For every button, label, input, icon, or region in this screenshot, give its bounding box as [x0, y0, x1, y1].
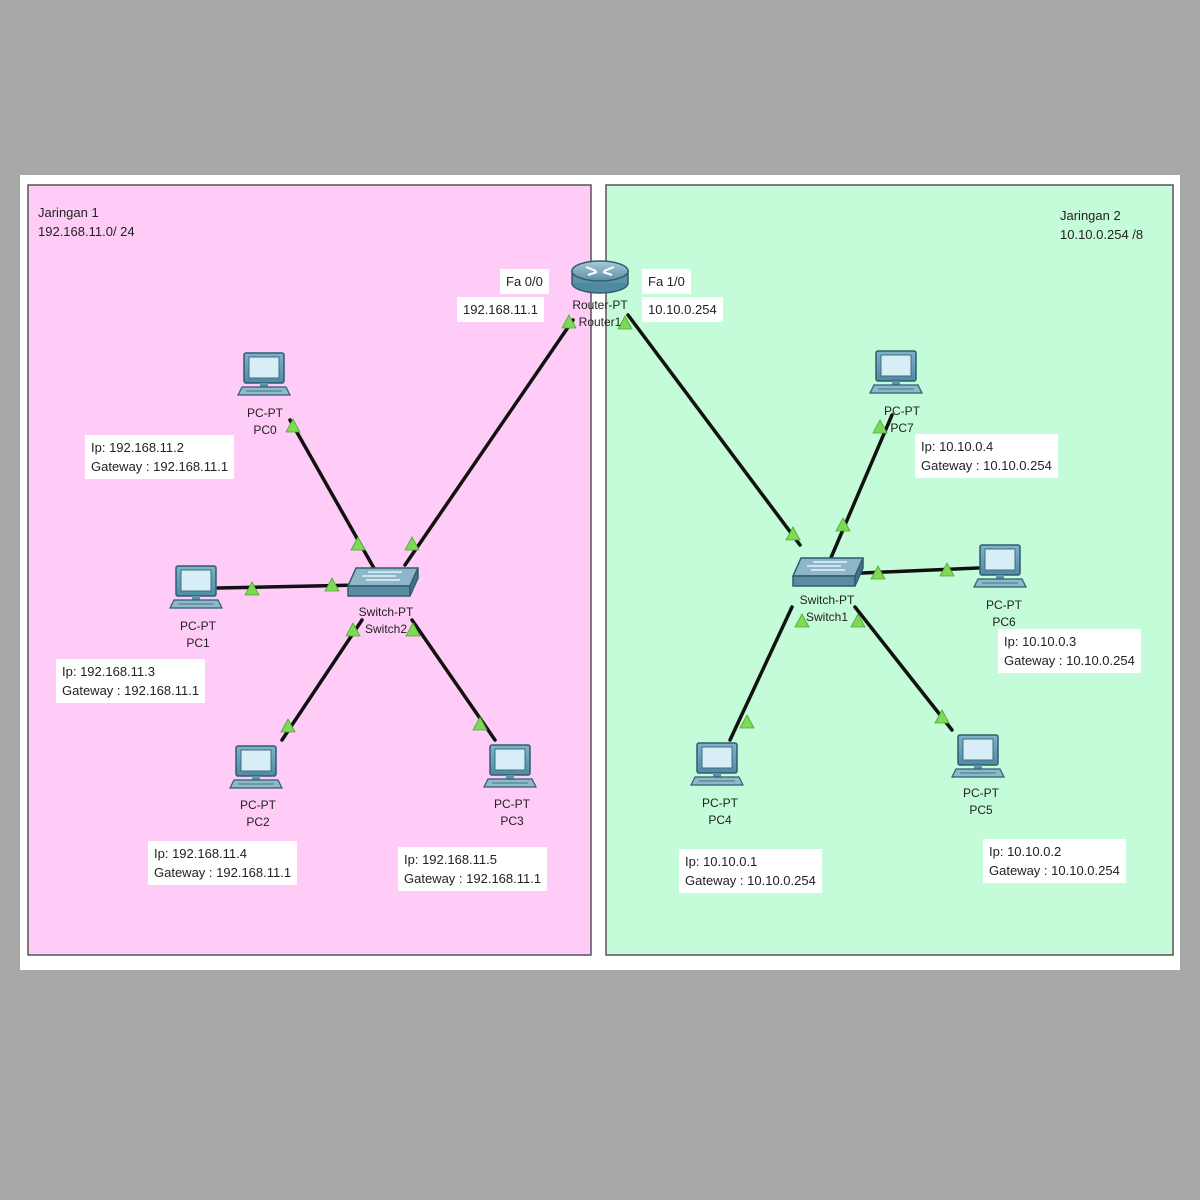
pc-monitor-icon[interactable] — [237, 352, 291, 396]
network-title-left: Jaringan 1 192.168.11.0/ 24 — [38, 203, 135, 241]
ip-address: Ip: 192.168.11.2 — [91, 440, 185, 455]
gateway: Gateway : 10.10.0.254 — [921, 458, 1052, 473]
device-name: PC3 — [500, 814, 524, 828]
router-label[interactable]: Router-PT Router1 — [572, 297, 627, 331]
device-name: Switch2 — [364, 622, 408, 636]
ip-address: Ip: 192.168.11.3 — [62, 664, 156, 679]
pc2-label[interactable]: PC-PT PC2 — [240, 797, 276, 831]
pc-monitor-icon[interactable] — [483, 744, 537, 788]
device-type: PC-PT — [247, 406, 283, 420]
pc-monitor-icon[interactable] — [951, 734, 1005, 778]
device-name: Switch1 — [805, 610, 849, 624]
ip-address: Ip: 10.10.0.3 — [1004, 634, 1077, 649]
device-type: PC-PT — [884, 404, 920, 418]
device-type: PC-PT — [494, 797, 530, 811]
ip-note-pc5: Ip: 10.10.0.2 Gateway : 10.10.0.254 — [983, 839, 1126, 883]
router-ip-right: 10.10.0.254 — [642, 297, 723, 322]
links — [216, 313, 980, 742]
topology-canvas: Jaringan 1 192.168.11.0/ 24 Jaringan 2 1… — [20, 175, 1180, 970]
gateway: Gateway : 10.10.0.254 — [685, 873, 816, 888]
link-pc7-switch1[interactable] — [828, 413, 894, 562]
link-switch2-router[interactable] — [403, 318, 575, 567]
device-name: PC1 — [186, 636, 210, 650]
ip-note-pc7: Ip: 10.10.0.4 Gateway : 10.10.0.254 — [915, 434, 1058, 478]
device-name: PC2 — [246, 815, 270, 829]
ip-note-pc1: Ip: 192.168.11.3 Gateway : 192.168.11.1 — [56, 659, 206, 703]
device-name: PC0 — [253, 423, 277, 437]
network-address: 192.168.11.0/ 24 — [38, 224, 135, 239]
pc-monitor-icon[interactable] — [690, 742, 744, 786]
gateway: Gateway : 10.10.0.254 — [989, 863, 1120, 878]
link-pc2-switch2[interactable] — [280, 618, 364, 742]
pc5-label[interactable]: PC-PT PC5 — [963, 785, 999, 819]
ip-note-pc2: Ip: 192.168.11.4 Gateway : 192.168.11.1 — [148, 841, 298, 885]
network-address: 10.10.0.254 /8 — [1060, 227, 1144, 242]
gateway: Gateway : 192.168.11.1 — [404, 871, 542, 886]
ip-address: Ip: 10.10.0.4 — [921, 439, 994, 454]
device-name: PC7 — [890, 421, 914, 435]
pc4-label[interactable]: PC-PT PC4 — [702, 795, 738, 829]
device-type: PC-PT — [240, 798, 276, 812]
switch2-label[interactable]: Switch-PT Switch2 — [359, 604, 414, 638]
switch1-label[interactable]: Switch-PT Switch1 — [800, 592, 855, 626]
ip-address: Ip: 192.168.11.5 — [404, 852, 498, 867]
device-type: PC-PT — [986, 598, 1022, 612]
link-router-switch1[interactable] — [626, 313, 802, 547]
ip-note-pc6: Ip: 10.10.0.3 Gateway : 10.10.0.254 — [998, 629, 1141, 673]
ip-note-pc0: Ip: 192.168.11.2 Gateway : 192.168.11.1 — [85, 435, 235, 479]
router-port-left: Fa 0/0 — [500, 269, 549, 294]
device-type: Switch-PT — [799, 593, 855, 607]
gateway: Gateway : 192.168.11.1 — [62, 683, 200, 698]
network-name: Jaringan 1 — [38, 205, 99, 220]
pc-monitor-icon[interactable] — [169, 565, 223, 609]
network-title-right: Jaringan 2 10.10.0.254 /8 — [1060, 206, 1143, 244]
switch-icon[interactable] — [347, 567, 419, 597]
ip-address: Ip: 10.10.0.1 — [685, 854, 758, 869]
device-name: PC6 — [992, 615, 1016, 629]
ip-address: Ip: 192.168.11.4 — [154, 846, 248, 861]
link-pc4-switch1[interactable] — [728, 605, 794, 742]
device-type: Switch-PT — [358, 605, 414, 619]
router-icon[interactable] — [571, 260, 629, 294]
device-type: Router-PT — [572, 298, 628, 312]
ip-note-pc3: Ip: 192.168.11.5 Gateway : 192.168.11.1 — [398, 847, 548, 891]
pc-monitor-icon[interactable] — [229, 745, 283, 789]
pc-monitor-icon[interactable] — [869, 350, 923, 394]
pc1-label[interactable]: PC-PT PC1 — [180, 618, 216, 652]
device-name: PC5 — [969, 803, 993, 817]
ip-note-pc4: Ip: 10.10.0.1 Gateway : 10.10.0.254 — [679, 849, 822, 893]
device-name: PC4 — [708, 813, 732, 827]
device-type: PC-PT — [702, 796, 738, 810]
router-ip-left: 192.168.11.1 — [457, 297, 544, 322]
pc7-label[interactable]: PC-PT PC7 — [884, 403, 920, 437]
network-name: Jaringan 2 — [1060, 208, 1121, 223]
pc0-label[interactable]: PC-PT PC0 — [247, 405, 283, 439]
device-name: Router1 — [578, 315, 622, 329]
pc6-label[interactable]: PC-PT PC6 — [986, 597, 1022, 631]
device-type: PC-PT — [963, 786, 999, 800]
ip-address: Ip: 10.10.0.2 — [989, 844, 1062, 859]
gateway: Gateway : 192.168.11.1 — [91, 459, 229, 474]
pc-monitor-icon[interactable] — [973, 544, 1027, 588]
gateway: Gateway : 10.10.0.254 — [1004, 653, 1135, 668]
switch-icon[interactable] — [792, 557, 864, 587]
gateway: Gateway : 192.168.11.1 — [154, 865, 292, 880]
device-type: PC-PT — [180, 619, 216, 633]
router-port-right: Fa 1/0 — [642, 269, 691, 294]
link-pc5-switch1[interactable] — [853, 605, 954, 732]
pc3-label[interactable]: PC-PT PC3 — [494, 796, 530, 830]
